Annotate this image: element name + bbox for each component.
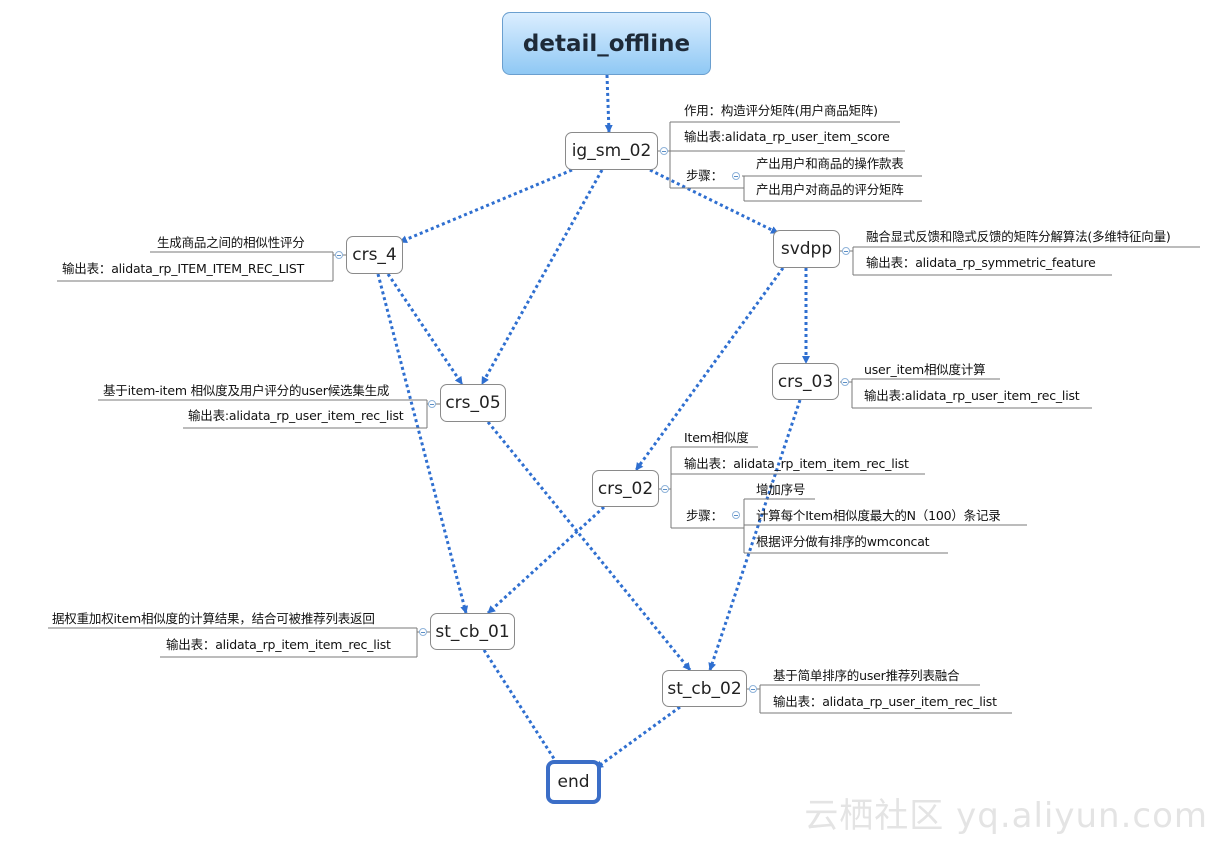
note-ig_sm_02-step-2: 产出用户对商品的评分矩阵: [756, 182, 904, 197]
note-st_cb_02-output: 输出表：alidata_rp_user_item_rec_list: [773, 694, 997, 709]
note-crs_02-step-2: 计算每个Item相似度最大的N（100）条记录: [756, 508, 1001, 523]
edge-crs_02-st_cb_01: [486, 505, 606, 615]
note-crs_03-desc: user_item相似度计算: [864, 362, 986, 377]
collapse-toggle-crs_03[interactable]: [841, 378, 849, 386]
edge-crs_4-crs_05: [386, 273, 464, 385]
bracket-crs_02-steps: [743, 498, 1027, 554]
node-st_cb_02[interactable]: st_cb_02: [662, 670, 747, 707]
edge-ig_sm_02-crs_05: [480, 169, 604, 385]
note-crs_02-step-1: 增加序号: [756, 482, 806, 497]
note-svdpp-output: 输出表：alidata_rp_symmetric_feature: [866, 255, 1096, 270]
note-ig_sm_02-output: 输出表:alidata_rp_user_item_score: [684, 129, 890, 144]
note-ig_sm_02-step-1: 产出用户和商品的操作款表: [756, 156, 904, 171]
note-crs_02-output: 输出表：alidata_rp_item_item_rec_list: [684, 456, 909, 471]
note-crs_02-step-3: 根据评分做有排序的wmconcat: [756, 534, 930, 549]
note-crs_4-desc: 生成商品之间的相似性评分: [157, 235, 305, 250]
node-st_cb_01[interactable]: st_cb_01: [430, 613, 515, 650]
note-svdpp-desc: 融合显式反馈和隐式反馈的矩阵分解算法(多维特征向量): [866, 229, 1171, 244]
node-crs_4[interactable]: crs_4: [346, 236, 403, 274]
node-ig_sm_02[interactable]: ig_sm_02: [565, 132, 658, 170]
edge-crs_05-st_cb_02: [486, 421, 692, 671]
note-ig_sm_02-steps-label: 步骤：: [686, 168, 723, 183]
edge-crs_4-st_cb_01: [376, 273, 469, 614]
collapse-toggle-crs_05[interactable]: [428, 400, 436, 408]
note-st_cb_02-desc: 基于简单排序的user推荐列表融合: [773, 668, 960, 683]
collapse-toggle-svdpp[interactable]: [842, 247, 850, 255]
node-svdpp[interactable]: svdpp: [773, 230, 840, 268]
note-crs_02-steps-label: 步骤：: [686, 508, 723, 523]
bracket-ig_sm_02-steps: [742, 175, 922, 202]
collapse-toggle-ig_sm_02-steps[interactable]: [732, 172, 740, 180]
note-crs_05-desc: 基于item-item 相似度及用户评分的user候选集生成: [103, 383, 390, 398]
node-crs_02[interactable]: crs_02: [592, 470, 659, 507]
edge-st_cb_01-end: [482, 649, 562, 769]
collapse-toggle-crs_02[interactable]: [661, 485, 669, 493]
note-crs_05-output: 输出表:alidata_rp_user_item_rec_list: [188, 408, 404, 423]
node-crs_05[interactable]: crs_05: [440, 384, 506, 422]
collapse-toggle-crs_02-steps[interactable]: [732, 511, 740, 519]
edge-st_cb_02-end: [595, 705, 681, 770]
node-end[interactable]: end: [546, 760, 601, 804]
note-st_cb_01-output: 输出表：alidata_rp_item_item_rec_list: [166, 637, 391, 652]
collapse-toggle-st_cb_02[interactable]: [749, 685, 757, 693]
note-st_cb_01-desc: 据权重加权item相似度的计算结果，结合可被推荐列表返回: [52, 611, 375, 626]
root-node-detail_offline[interactable]: detail_offline: [502, 12, 711, 75]
node-crs_03[interactable]: crs_03: [772, 363, 839, 400]
collapse-toggle-st_cb_01[interactable]: [419, 628, 427, 636]
collapse-toggle-ig_sm_02[interactable]: [660, 147, 668, 155]
watermark: 云栖社区 yq.aliyun.com: [804, 796, 1208, 836]
note-crs_03-output: 输出表:alidata_rp_user_item_rec_list: [864, 388, 1080, 403]
collapse-toggle-crs_4[interactable]: [335, 251, 343, 259]
note-crs_4-output: 输出表：alidata_rp_ITEM_ITEM_REC_LIST: [62, 261, 305, 276]
note-ig_sm_02-role: 作用：构造评分矩阵(用户商品矩阵): [684, 103, 878, 118]
edge-root-ig_sm_02: [604, 74, 613, 133]
edge-ig_sm_02-crs_4: [399, 168, 573, 244]
note-crs_02-desc: Item相似度: [684, 430, 749, 445]
